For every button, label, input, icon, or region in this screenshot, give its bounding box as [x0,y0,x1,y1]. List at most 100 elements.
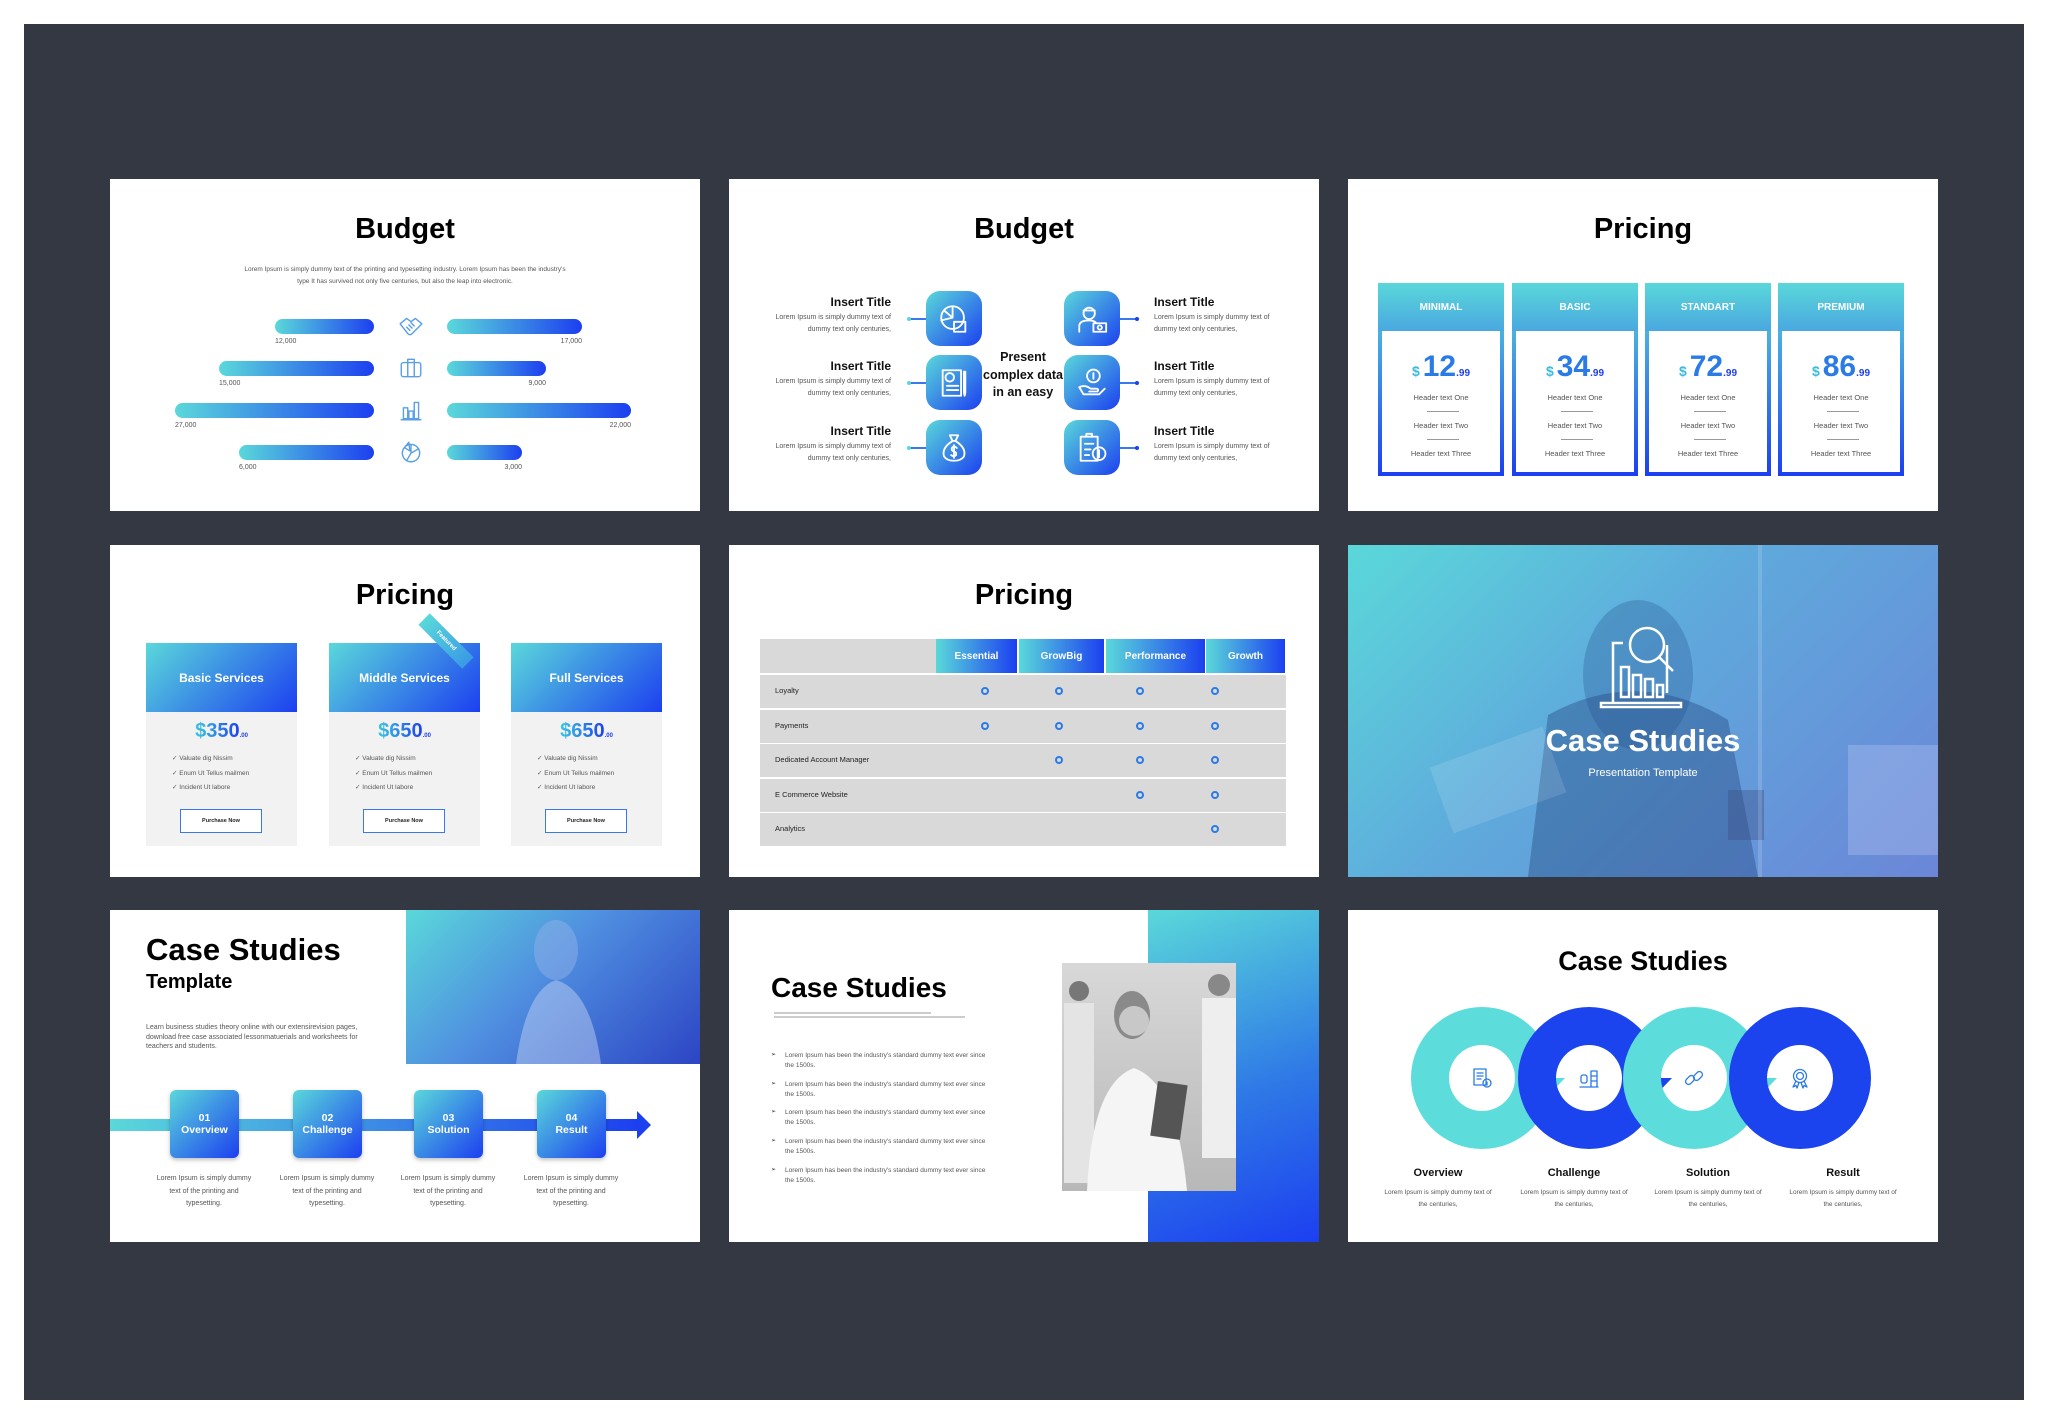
included-indicator-icon [1211,756,1219,764]
step-number: 02 [321,1112,334,1124]
feature-text: Incident Ut labore [362,784,414,792]
check-icon: ✓ [537,755,545,762]
slide-title: Case Studies [146,932,341,967]
feature-text: Header text One [1413,393,1469,402]
connector-line [1120,447,1137,449]
plan-name: BASIC [1512,283,1638,331]
plan-price: $86.99 [1782,350,1900,384]
step-number: 03 [442,1112,455,1124]
slide-case-studies-list[interactable]: Case Studies ➢Lorem Ipsum has been the i… [729,910,1319,1242]
price-amount: 12 [1422,350,1457,383]
ring-segment [1411,1007,1553,1149]
table-row: Analytics [760,813,1286,846]
currency: $ [1811,363,1820,379]
check-icon: ✓ [355,784,363,792]
step-description: Lorem Ipsum is simply dummy text of the … [156,1175,252,1207]
slide-description: Learn business studies theory online wit… [146,1024,358,1050]
table-column-header: Growth [1206,639,1285,673]
price-cents: .99 [1856,368,1871,379]
budget-bar-right [447,361,546,376]
service-card[interactable]: Full Services$650.00✓ Valuate dig Nissim… [511,643,662,846]
price-cents: .99 [1590,368,1605,379]
price-amount: $650 [378,720,423,742]
check-icon: ✓ [537,769,545,777]
connector-dot [1135,316,1139,321]
purchase-now-button[interactable]: Purchase Now [180,809,262,833]
budget-bar-right [447,403,631,418]
step-description: Lorem Ipsum is simply dummy text of the … [1654,1189,1762,1208]
step-description: Lorem Ipsum is simply dummy text of the … [279,1175,375,1207]
bullet-text: Lorem Ipsum has been the industry's stan… [785,1080,986,1098]
slide-title: Pricing [1593,213,1693,245]
feature-text: Header text One [1547,393,1603,402]
included-indicator-icon [1211,687,1219,695]
feature-text: Header text One [1813,393,1869,402]
item-title: Insert Title [1154,359,1215,373]
step-description: Lorem Ipsum is simply dummy text of the … [1384,1189,1492,1208]
step-label: Result [555,1124,588,1136]
step-description: Lorem Ipsum is simply dummy text of the … [523,1175,619,1207]
step-number: 04 [565,1112,578,1124]
step-number: 01 [198,1112,211,1124]
feature-item: ✓ Incident Ut labore [355,783,413,791]
plan-name: PREMIUM [1778,283,1904,331]
slide-budget-icons[interactable]: Budget Present complex data in an easy I… [729,179,1319,511]
title-underline [774,1012,931,1014]
budget-value-right: 9,000 [528,380,546,387]
purchase-now-button[interactable]: Purchase Now [363,809,445,833]
slide-pricing-services[interactable]: Pricing Basic Services$350.00✓ Valuate d… [110,545,700,877]
included-indicator-icon [1136,790,1144,799]
service-card-header: Full Services [511,643,662,712]
icon-tile [926,291,982,346]
table-row: Payments [760,709,1286,743]
row-label: E Commerce Website [775,789,848,799]
price-amount: $350 [195,720,240,742]
slide-case-studies-timeline[interactable]: Case Studies Template Learn business stu… [110,910,700,1242]
budget-bar-left [239,445,374,460]
feature-text: Enum Ut Tellus mailmen [362,769,433,777]
slide-title: Budget [974,213,1074,245]
row-label: Analytics [775,824,806,833]
check-icon: ✓ [537,784,545,792]
budget-value-right: 3,000 [504,464,522,471]
cover-title: Case Studies [1545,723,1741,758]
row-label: Loyalty [775,686,799,695]
row-label: Dedicated Account Manager [775,755,870,764]
bullet-arrow-icon: ➢ [771,1138,777,1145]
service-card[interactable]: Basic Services$350.00✓ Valuate dig Nissi… [146,643,297,846]
row-label: Payments [775,720,809,730]
icon-tile [1064,420,1120,475]
step-label: Solution [1686,1167,1730,1179]
feature-text: Header text Two [1547,421,1603,430]
budget-value-right: 17,000 [560,338,582,345]
service-card[interactable]: Middle Services$650.00✓ Valuate dig Niss… [329,643,480,846]
table-row: Loyalty [760,675,1286,708]
invoice-icon [941,368,967,397]
budget-bar-left [219,361,374,376]
feature-divider [1561,439,1593,440]
step-description: Lorem Ipsum is simply dummy text of the … [1520,1189,1628,1208]
clipboard-dollar-icon [1079,432,1107,462]
price-cents: .00 [239,733,248,739]
feature-text: Header text Three [1810,449,1872,458]
included-indicator-icon [1055,687,1063,695]
table-column-header: Performance [1106,639,1205,673]
feature-divider [1694,411,1726,412]
slide-budget-bars[interactable]: Budget Lorem Ipsum is simply dummy text … [110,179,700,511]
photo-woman-with-tablet [406,910,700,1064]
slide-case-studies-cover[interactable]: Case Studies Presentation Template [1348,545,1938,877]
purchase-now-button[interactable]: Purchase Now [545,809,627,833]
timeline-arrow-head [637,1111,651,1139]
